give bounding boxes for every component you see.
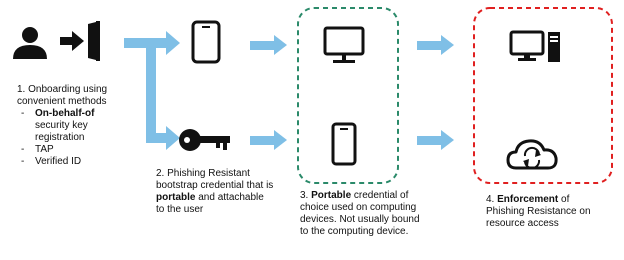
step1-bullet-2: TAP — [17, 144, 127, 156]
cloud-sync-icon — [506, 139, 558, 170]
arrow-phone-to-monitor — [250, 35, 287, 55]
split-arrow — [124, 31, 180, 150]
step2-text: 2. Phishing Resistant bootstrap credenti… — [156, 168, 274, 215]
step4-text: 4. Enforcement of Phishing Resistance on… — [486, 194, 591, 229]
sign-in-icon — [60, 21, 100, 61]
user-icon — [13, 27, 47, 59]
step3-text: 3. Portable credential of choice used on… — [300, 190, 420, 237]
enforcement-box — [473, 7, 613, 184]
desktop-pc-icon — [509, 30, 560, 62]
step1-bullet-1: On-behalf-of security key registration — [17, 108, 127, 144]
arrow-phone-to-cloud — [417, 130, 454, 150]
phone-icon — [191, 20, 221, 64]
key-icon — [179, 129, 230, 151]
phone-icon-2 — [331, 122, 357, 166]
monitor-icon — [323, 26, 365, 63]
arrow-key-to-phone — [250, 130, 287, 150]
portable-credential-box — [297, 7, 399, 184]
arrow-monitor-to-pc — [417, 35, 454, 55]
step1-text: 1. Onboarding using convenient methods O… — [17, 84, 127, 168]
step1-bullet-list: On-behalf-of security key registration T… — [17, 108, 127, 168]
step1-bullet-3: Verified ID — [17, 156, 127, 168]
step1-title: 1. Onboarding using convenient methods — [17, 84, 108, 107]
